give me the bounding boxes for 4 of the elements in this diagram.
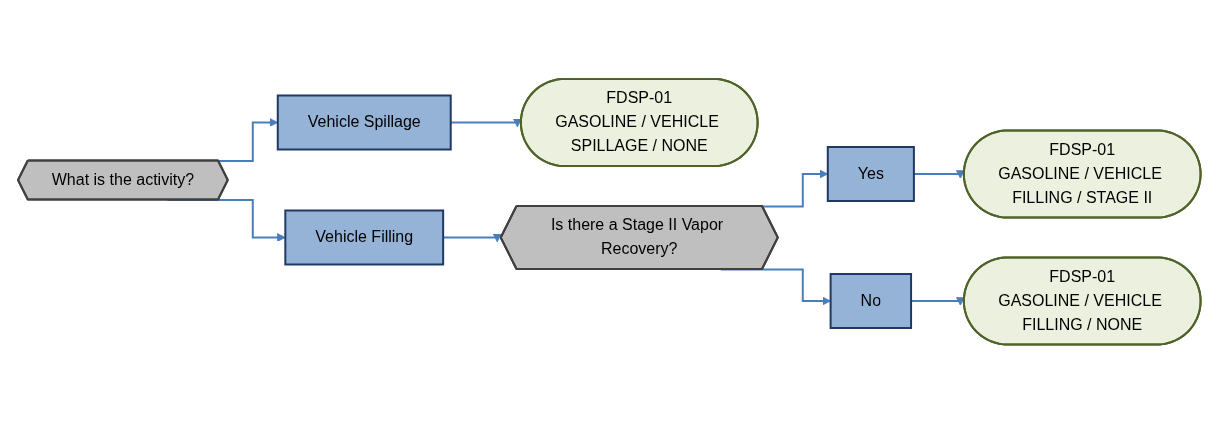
node-box: Vehicle Spillage: [276, 94, 452, 151]
node-box: Vehicle Filling: [284, 209, 445, 266]
node-box: No: [829, 272, 913, 329]
node-box: Yes: [826, 145, 916, 202]
